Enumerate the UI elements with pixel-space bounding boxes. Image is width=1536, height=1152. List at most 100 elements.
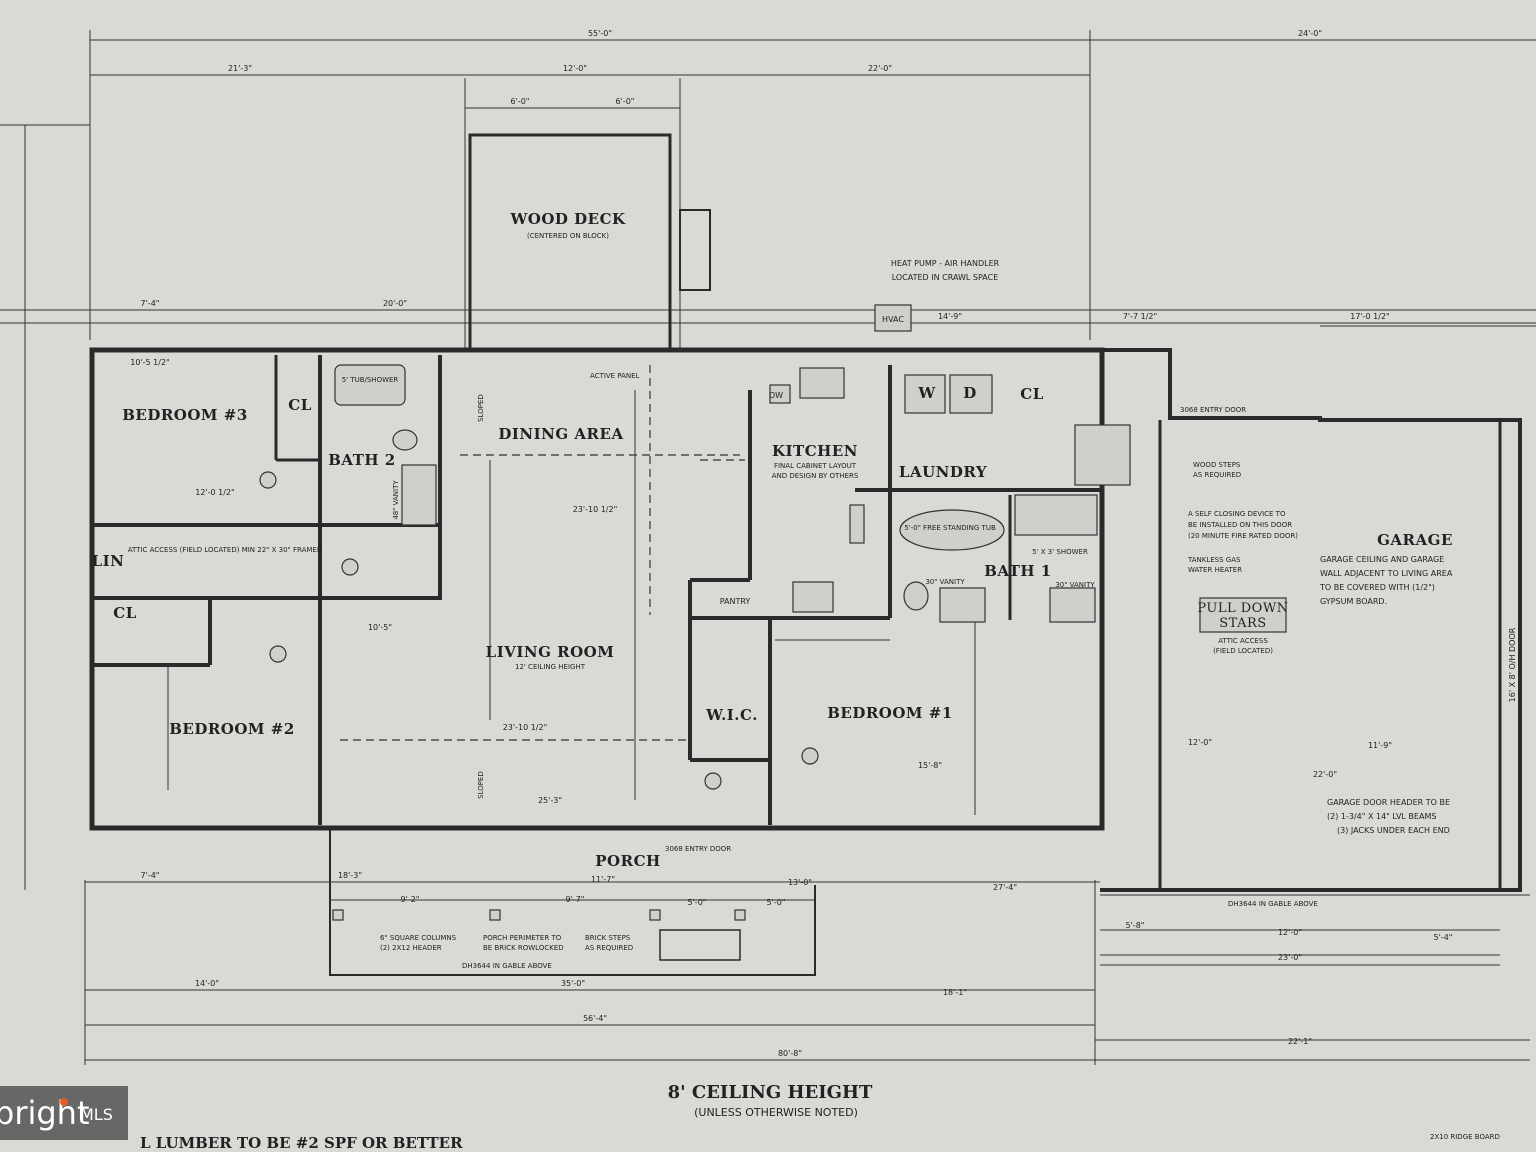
room-bedroom-3: BEDROOM #3 [122, 406, 248, 424]
dim-b12: 18'-1" [943, 988, 967, 997]
watermark-brand: bright [0, 1094, 90, 1132]
ridge-board-note: 2X10 RIDGE BOARD [1430, 1133, 1500, 1141]
watermark-mls: MLS [80, 1105, 113, 1124]
dim-d2: 12'-0" [563, 64, 587, 73]
dim-b14: 80'-8" [778, 1049, 802, 1058]
dim-dining-width: 23'-10 1/2" [573, 505, 618, 514]
mls-watermark: bright MLS [0, 1086, 128, 1140]
room-wood-deck: WOOD DECK [509, 210, 626, 228]
active-panel-label: ACTIVE PANEL [590, 372, 640, 380]
garage-header-2: (2) 1-3/4" X 14" LVL BEAMS [1327, 812, 1436, 821]
field-located: (FIELD LOCATED) [1213, 647, 1273, 655]
room-bath-2: BATH 2 [328, 451, 396, 469]
dim-d3: 22'-0" [868, 64, 892, 73]
watermark-dot-icon [60, 1098, 68, 1106]
dim-top-garage: 24'-0" [1298, 29, 1322, 38]
dim-b15: 22'-1" [1288, 1037, 1312, 1046]
bottom-dimensions [84, 880, 1530, 1065]
brick-steps-1: BRICK STEPS [585, 934, 631, 942]
dim-b8: 5'-0" [688, 898, 707, 907]
room-pantry: PANTRY [720, 597, 751, 606]
dim-d8: 14'-9" [938, 312, 962, 321]
self-closing-1: A SELF CLOSING DEVICE TO [1188, 510, 1286, 518]
dashed-lines [340, 365, 745, 741]
dim-d5: 6'-0" [616, 97, 635, 106]
interior-dimension-lines [167, 390, 976, 815]
attic-access-2: ATTIC ACCESS [1218, 637, 1268, 645]
living-note: 12' CEILING HEIGHT [515, 663, 586, 671]
heat-pump-line1: HEAT PUMP - AIR HANDLER [891, 259, 1000, 268]
garage-note-4: GYPSUM BOARD. [1320, 597, 1387, 606]
dim-b6: 9'-2" [401, 895, 420, 904]
dim-b3: 11'-7" [591, 875, 615, 884]
dim-d18: 11'-9" [1368, 741, 1392, 750]
tub-shower-label: 5' TUB/SHOWER [342, 376, 399, 384]
dim-d14: 23'-10 1/2" [503, 723, 548, 732]
vanity-label-1: 30" VANITY [925, 578, 965, 586]
dim-d6: 7'-4" [141, 299, 160, 308]
dim-b7: 9'-7" [566, 895, 585, 904]
dim-d10: 17'-0 1/2" [1350, 312, 1389, 321]
vanity-label-2: 30" VANITY [1055, 581, 1095, 589]
free-tub-label: 5'-0" FREE STANDING TUB [904, 524, 996, 532]
garage-door-label: 16' X 8' O/H DOOR [1508, 627, 1517, 702]
room-linen: LIN [92, 552, 125, 570]
fixtures [259, 364, 1287, 790]
ceiling-height-title: 8' CEILING HEIGHT [668, 1082, 873, 1103]
kitchen-note-1: FINAL CABINET LAYOUT [774, 462, 857, 470]
top-dimensions [0, 30, 1536, 890]
tankless-1: TANKLESS GAS [1187, 556, 1241, 564]
room-garage: GARAGE [1377, 531, 1453, 549]
dryer-label: D [963, 384, 977, 402]
dim-d12: 12'-0 1/2" [195, 488, 234, 497]
dim-d16: 15'-8" [918, 761, 942, 770]
room-bedroom-1: BEDROOM #1 [827, 704, 953, 722]
attic-access-label: ATTIC ACCESS (FIELD LOCATED) MIN 22" X 3… [128, 546, 322, 554]
pull-down-line1: PULL DOWN [1197, 601, 1288, 616]
washer-label: W [917, 384, 936, 402]
dim-d9: 7'-7 1/2" [1123, 312, 1157, 321]
sloped-label-2: SLOPED [477, 771, 485, 799]
kitchen-note-2: AND DESIGN BY OTHERS [772, 472, 859, 480]
porch-perimeter-2: BE BRICK ROWLOCKED [483, 944, 564, 952]
pull-down-line2: STARS [1219, 616, 1266, 631]
room-wic: W.I.C. [705, 706, 758, 724]
room-laundry: LAUNDRY [899, 463, 987, 481]
house-walls [89, 347, 1522, 892]
room-closet-3: CL [288, 396, 312, 414]
dim-b17: 12'-0" [1278, 928, 1302, 937]
vanity-label-3: 48" VANITY [392, 480, 400, 520]
room-bedroom-2: BEDROOM #2 [169, 720, 295, 738]
dim-b11: 35'-0" [561, 979, 585, 988]
garage-note-1: GARAGE CEILING AND GARAGE [1320, 555, 1444, 564]
hvac-unit [874, 304, 912, 332]
self-closing-3: (20 MINUTE FIRE RATED DOOR) [1188, 532, 1298, 540]
dim-top-total: 55'-0" [588, 29, 612, 38]
dim-b4: 13'-0" [788, 878, 812, 887]
dim-d1: 21'-3" [228, 64, 252, 73]
dim-d15: 25'-3" [538, 796, 562, 805]
dim-b5: 27'-4" [993, 883, 1017, 892]
tankless-2: WATER HEATER [1188, 566, 1242, 574]
room-kitchen: KITCHEN [772, 442, 858, 460]
wood-steps-1: WOOD STEPS [1193, 461, 1241, 469]
room-porch: PORCH [595, 852, 660, 870]
garage-note-3: TO BE COVERED WITH (1/2") [1319, 583, 1435, 592]
lumber-note: L LUMBER TO BE #2 SPF OR BETTER [140, 1134, 463, 1152]
square-column-2: (2) 2X12 HEADER [380, 944, 442, 952]
dim-b10: 14'-0" [195, 979, 219, 988]
dim-b1: 7'-4" [141, 871, 160, 880]
dim-b2: 18'-3" [338, 871, 362, 880]
sloped-label-1: SLOPED [477, 394, 485, 422]
garage-header-3: (3) JACKS UNDER EACH END [1337, 826, 1450, 835]
shower-label: 5' X 3' SHOWER [1032, 548, 1088, 556]
dim-d13: 10'-5" [368, 623, 392, 632]
dim-b19: 5'-4" [1434, 933, 1453, 942]
dim-d11: 10'-5 1/2" [130, 358, 169, 367]
wood-deck-note: (CENTERED ON BLOCK) [527, 232, 609, 240]
garage-note-2: WALL ADJACENT TO LIVING AREA [1320, 569, 1453, 578]
dim-d17: 12'-0" [1188, 738, 1212, 747]
dim-b18: 23'-0" [1278, 953, 1302, 962]
dim-d19: 22'-0" [1313, 770, 1337, 779]
